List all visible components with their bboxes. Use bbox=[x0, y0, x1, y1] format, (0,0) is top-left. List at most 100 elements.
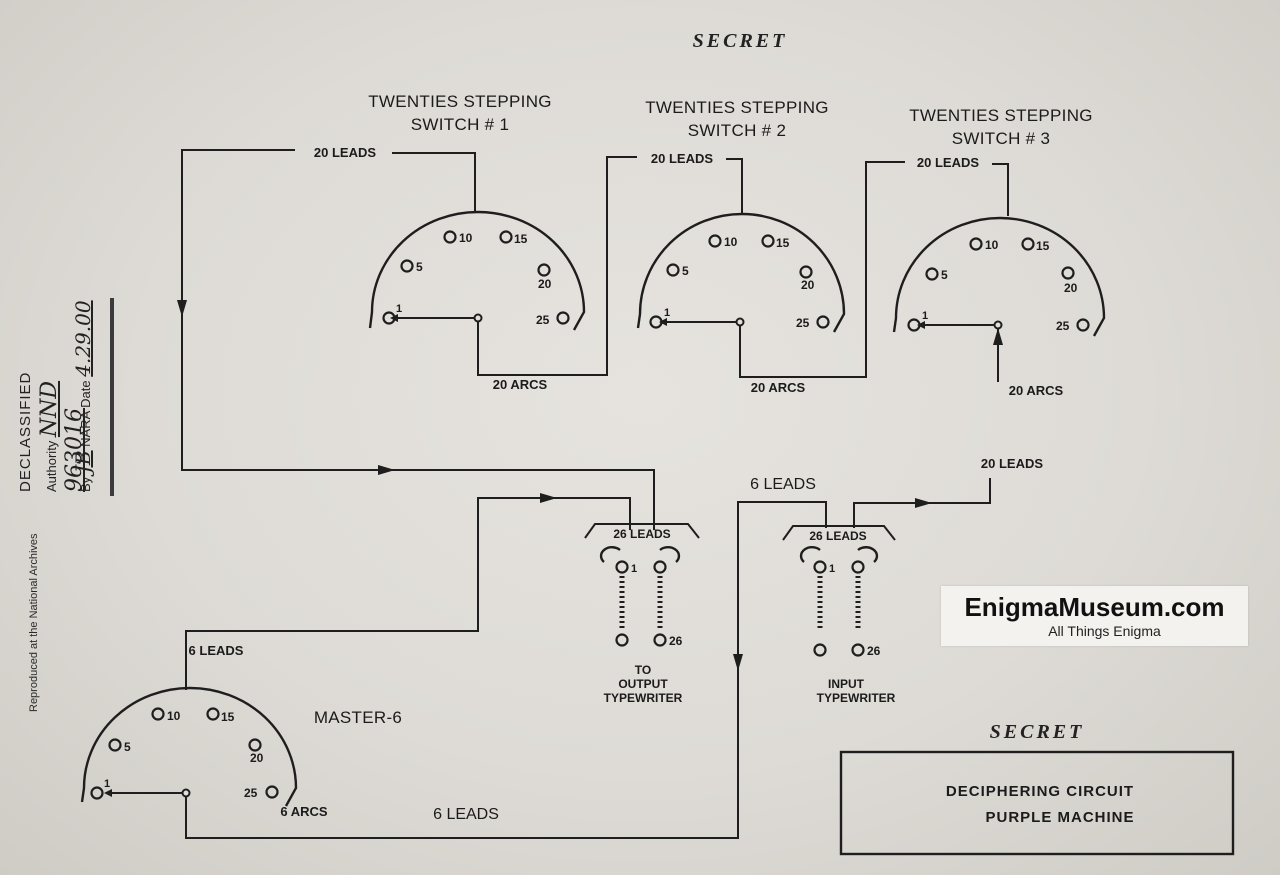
arrow-down-left-rail bbox=[177, 300, 187, 317]
master-terminal-20 bbox=[248, 738, 262, 752]
output-typewriter-line1: TO bbox=[635, 663, 651, 677]
switch1-position-5: 5 bbox=[416, 260, 423, 274]
master-terminal-15 bbox=[206, 707, 220, 721]
output-typewriter-line3: TYPEWRITER bbox=[604, 691, 683, 705]
wire-master-to-output-board bbox=[185, 497, 631, 690]
switch1-title-line1: TWENTIES STEPPING bbox=[368, 92, 552, 111]
switch2-position-20: 20 bbox=[801, 278, 815, 292]
wire-switch2-input bbox=[726, 158, 743, 214]
stamp-authority-label: Authority bbox=[44, 440, 59, 492]
enigma-museum-watermark: EnigmaMuseum.com All Things Enigma bbox=[941, 586, 1248, 646]
input-first-label: 1 bbox=[829, 563, 835, 575]
master-position-20: 20 bbox=[250, 751, 264, 765]
switch3-position-15: 15 bbox=[1036, 239, 1050, 253]
input-last-label: 26 bbox=[867, 644, 881, 658]
switch3-terminal-20 bbox=[1061, 266, 1075, 280]
master-6-switch: 1 5 10 15 20 25 bbox=[80, 686, 298, 807]
input-terminal-1 bbox=[813, 560, 827, 574]
switch2-title-line1: TWENTIES STEPPING bbox=[645, 98, 829, 117]
switch3-title-line2: SWITCH # 3 bbox=[952, 129, 1050, 148]
stepping-switch-1: 1 5 10 15 20 25 bbox=[368, 210, 586, 331]
title-box-line1: DECIPHERING CIRCUIT bbox=[946, 783, 1134, 800]
input-typewriter-line2: TYPEWRITER bbox=[817, 691, 896, 705]
output-plugboard: 26 LEADS 1 26 TO OUTPUT TYPEWRITER bbox=[584, 523, 700, 705]
switch3-title-line1: TWENTIES STEPPING bbox=[909, 106, 1093, 125]
switch2-terminal-15 bbox=[761, 234, 775, 248]
output-plugboard-leads: 26 LEADS bbox=[613, 527, 670, 541]
switch2-terminal-10 bbox=[708, 234, 722, 248]
output-plugboard-bracket bbox=[584, 523, 700, 539]
switch1-terminal-5 bbox=[400, 259, 414, 273]
master-dial-arc bbox=[80, 686, 298, 807]
arrow-right-input-rail bbox=[915, 498, 932, 508]
switch2-position-5: 5 bbox=[682, 264, 689, 278]
switch3-position-10: 10 bbox=[985, 238, 999, 252]
master-position-1: 1 bbox=[104, 778, 110, 790]
wire-switch1-input bbox=[392, 152, 476, 212]
wire-master-bottom bbox=[185, 501, 827, 839]
input-plugboard-leads: 26 LEADS bbox=[809, 529, 866, 543]
switch2-terminal-20 bbox=[799, 265, 813, 279]
stamp-by-value: JB bbox=[71, 450, 95, 474]
switch3-return-leads-label: 20 LEADS bbox=[981, 456, 1043, 471]
title-box-line2: PURPLE MACHINE bbox=[985, 809, 1134, 826]
switch2-terminal-1 bbox=[649, 315, 663, 329]
switch2-terminal-5 bbox=[666, 263, 680, 277]
switch3-position-20: 20 bbox=[1064, 281, 1078, 295]
wire-switch3-input bbox=[992, 163, 1009, 216]
stepping-switch-2: 1 5 10 15 20 25 bbox=[636, 212, 846, 333]
switch1-title-line2: SWITCH # 1 bbox=[411, 115, 509, 134]
switch2-leads-label: 20 LEADS bbox=[651, 151, 713, 166]
output-typewriter-line2: OUTPUT bbox=[618, 677, 668, 691]
output-terminal-26 bbox=[653, 633, 667, 647]
switch3-position-1: 1 bbox=[922, 310, 928, 322]
switch1-terminal-15 bbox=[499, 230, 513, 244]
stepping-switch-3: 1 5 10 15 20 25 bbox=[892, 216, 1106, 337]
switch2-terminal-25 bbox=[816, 315, 830, 329]
output-terminal-25 bbox=[615, 633, 629, 647]
switch1-pivot bbox=[473, 313, 483, 323]
output-terminal-1 bbox=[615, 560, 629, 574]
switch1-position-25: 25 bbox=[536, 313, 550, 327]
master-terminal-25 bbox=[265, 785, 279, 799]
watermark-subtitle: All Things Enigma bbox=[1048, 623, 1161, 639]
switch3-terminal-5 bbox=[925, 267, 939, 281]
output-plugboard-right-hook bbox=[659, 546, 681, 563]
stamp-date: 4.29.00 bbox=[71, 300, 95, 377]
wire-switch1-to-switch2 bbox=[477, 156, 637, 376]
bottom-6-leads-label: 6 LEADS bbox=[433, 806, 499, 823]
arrow-up-switch3 bbox=[993, 328, 1003, 345]
classification-top: SECRET bbox=[693, 30, 788, 52]
output-first-label: 1 bbox=[631, 563, 637, 575]
arrow-right-master-rail bbox=[540, 493, 557, 503]
input-terminal-2 bbox=[851, 560, 865, 574]
switch1-position-15: 15 bbox=[514, 232, 528, 246]
title-box bbox=[839, 750, 1235, 856]
master-terminal-5 bbox=[108, 738, 122, 752]
master-wiper-head bbox=[104, 789, 112, 797]
switch3-leads-label: 20 LEADS bbox=[917, 155, 979, 170]
stamp-declassified: DECLASSIFIED bbox=[17, 371, 34, 492]
switch1-position-10: 10 bbox=[459, 231, 473, 245]
classification-box-label: SECRET bbox=[990, 721, 1085, 743]
arrow-right-lower-rail bbox=[378, 465, 395, 475]
output-last-label: 26 bbox=[669, 634, 683, 648]
master-pivot bbox=[181, 788, 191, 798]
master-position-10: 10 bbox=[167, 709, 181, 723]
switch3-terminal-15 bbox=[1021, 237, 1035, 251]
switch1-terminal-10 bbox=[443, 230, 457, 244]
watermark-title: EnigmaMuseum.com bbox=[964, 592, 1225, 622]
wire-switch1-feedback bbox=[181, 149, 655, 530]
switch1-arcs-label: 20 ARCS bbox=[493, 377, 548, 392]
input-terminal-25 bbox=[813, 643, 827, 657]
archives-note: Reproduced at the National Archives bbox=[28, 533, 40, 712]
input-terminal-26 bbox=[851, 643, 865, 657]
master-position-25: 25 bbox=[244, 786, 258, 800]
switch1-terminal-1 bbox=[382, 311, 396, 325]
wire-switch2-to-switch3 bbox=[739, 161, 905, 378]
switch2-position-25: 25 bbox=[796, 316, 810, 330]
switch2-position-10: 10 bbox=[724, 235, 738, 249]
switch1-position-20: 20 bbox=[538, 277, 552, 291]
